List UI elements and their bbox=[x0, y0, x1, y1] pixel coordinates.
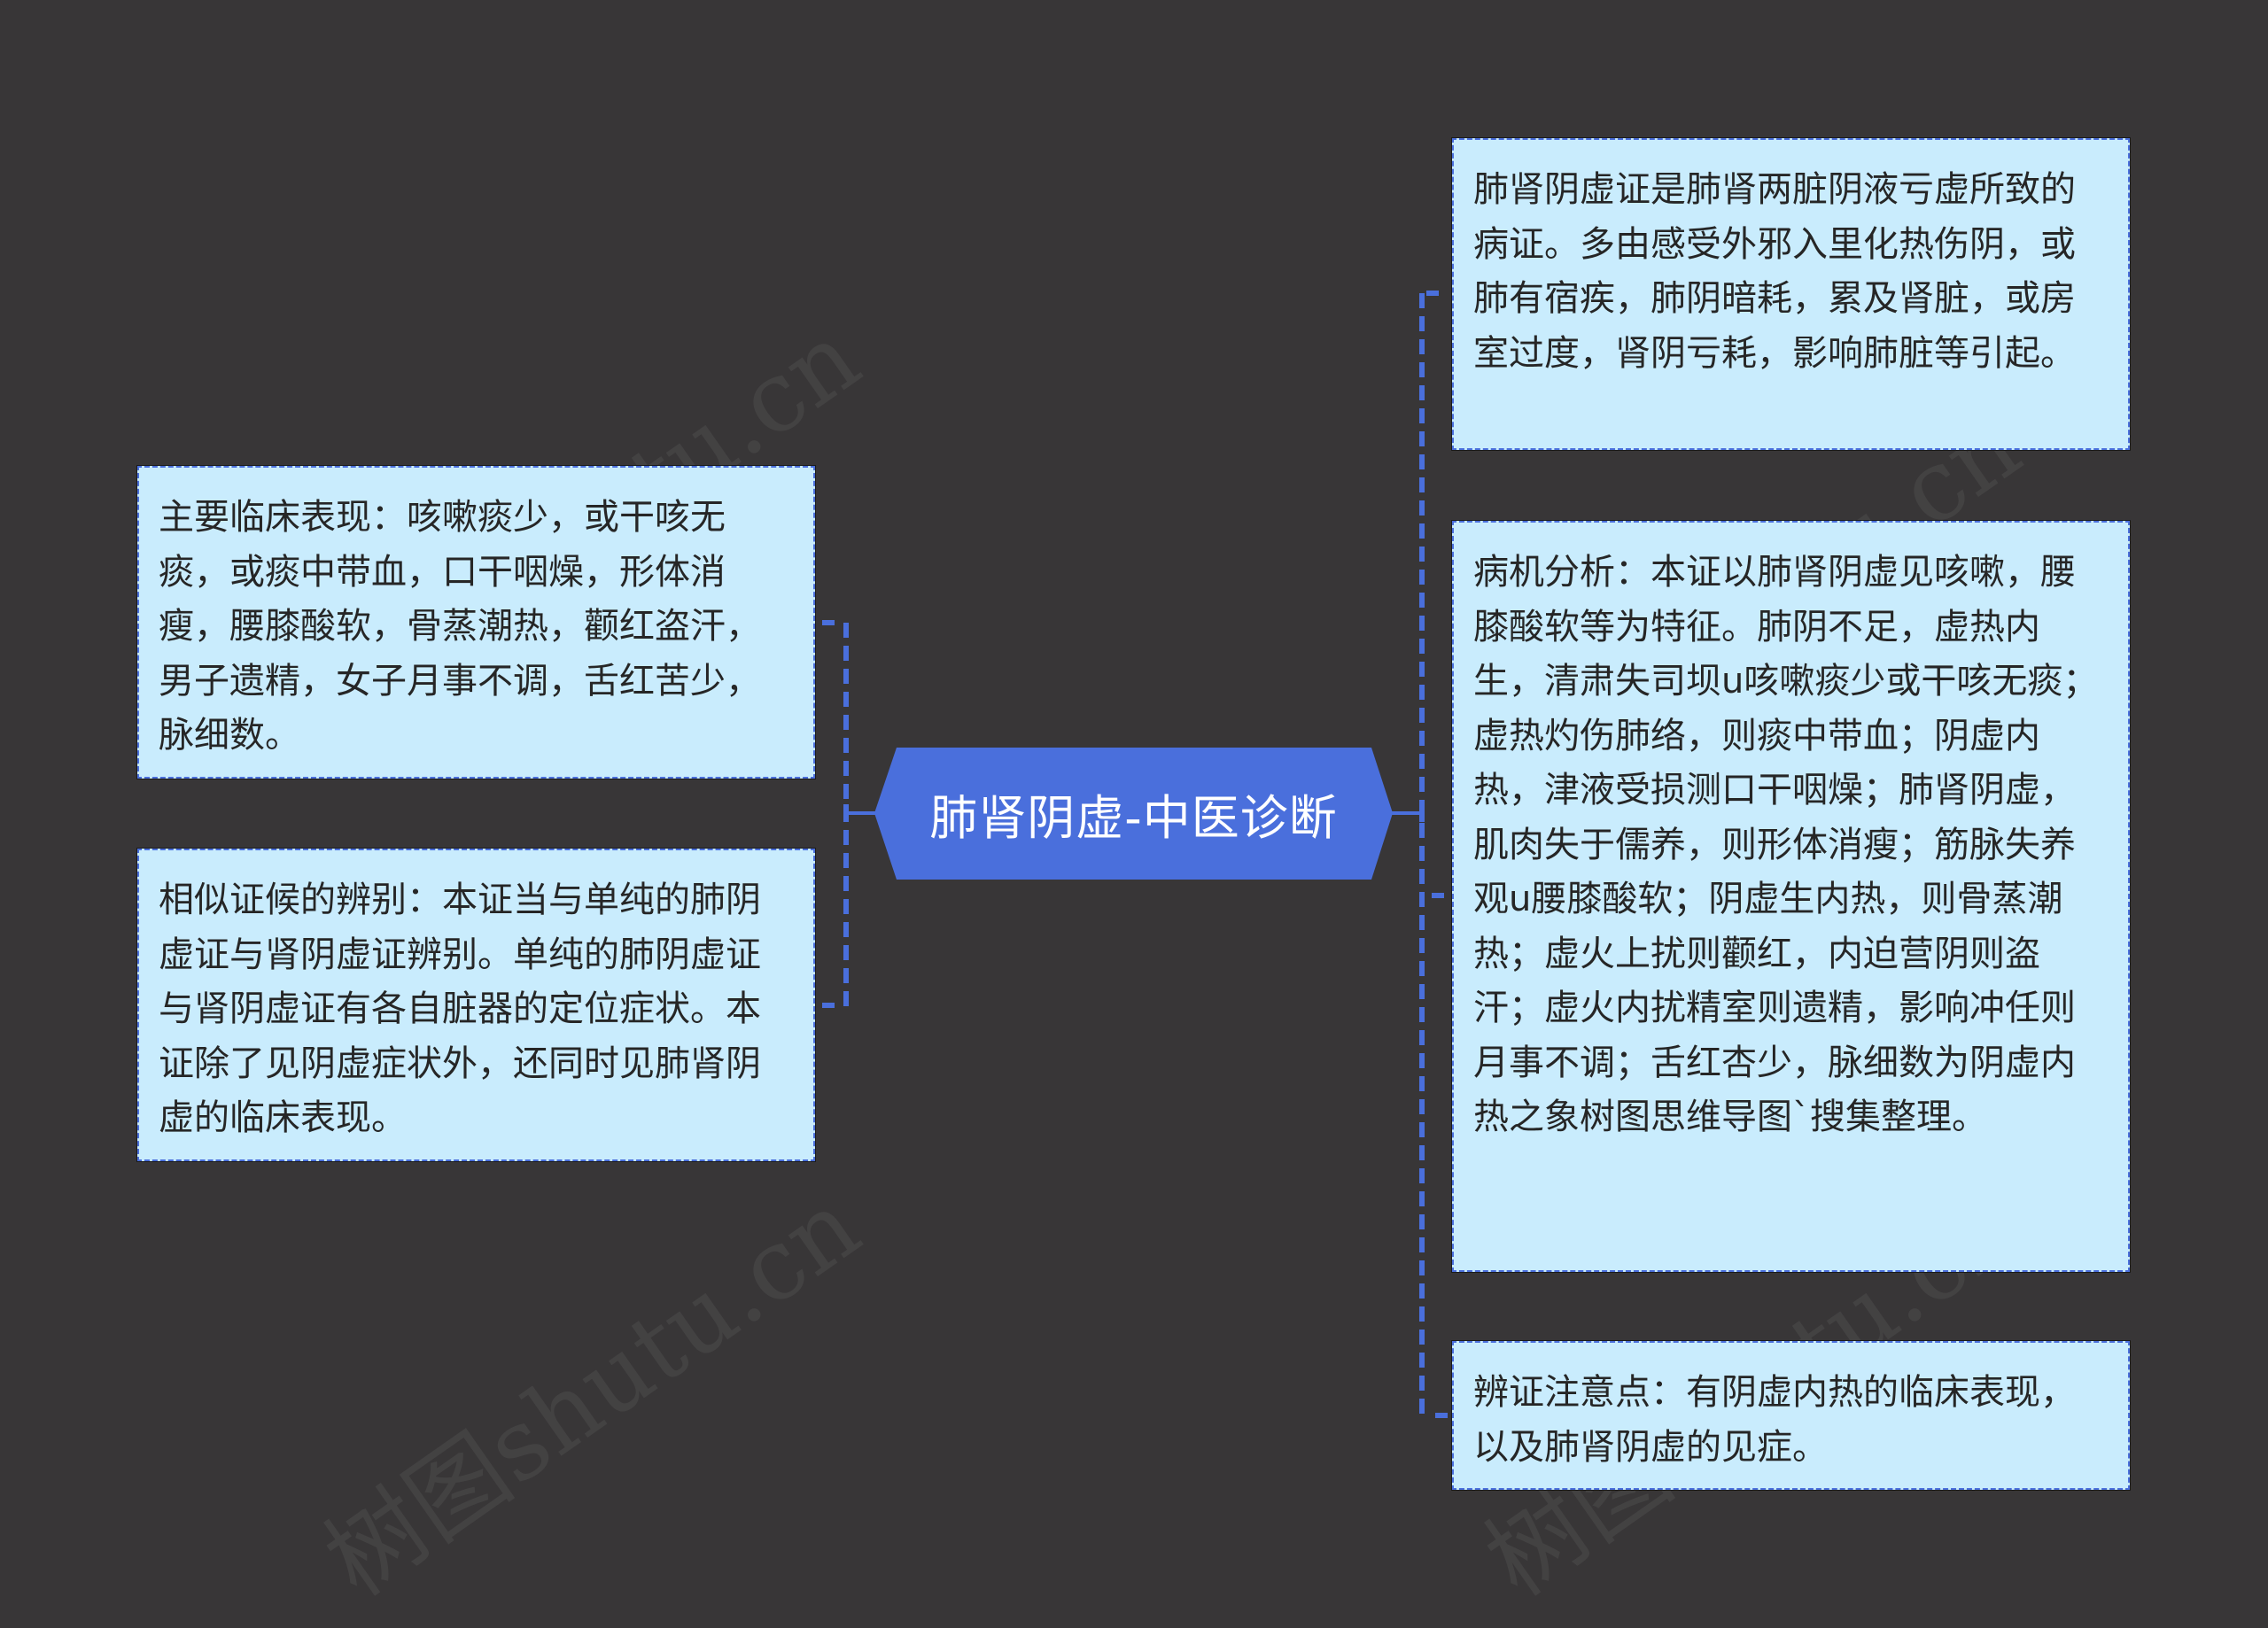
left-topic-clinical-manifestations[interactable]: 主要临床表现：咳嗽痰少，或干咳无痰，或痰中带血，口干咽燥，形体消瘦，腰膝酸软，骨… bbox=[136, 465, 816, 779]
central-topic-label: 肺肾阴虚-中医诊断 bbox=[929, 790, 1338, 846]
right-topic-pathogenesis[interactable]: 病机分析：本证以肺肾阴虚见咳嗽，腰膝酸软等为特征。肺阴不足，虚热内生，清肃失司坝… bbox=[1451, 520, 2131, 1273]
right-topic-key-points[interactable]: 辨证注意点：有阴虚内热的临床表现，以及肺肾阴虚的见症。 bbox=[1451, 1340, 2131, 1491]
left-connector-stub-1 bbox=[822, 620, 835, 625]
watermark: 树图shutu.cn bbox=[305, 1168, 880, 1618]
left-topic-differentiation[interactable]: 相似证候的辨别：本证当与单纯的肺阴虚证与肾阴虚证辨别。单纯的肺阴虚证与肾阴虚证有… bbox=[136, 848, 816, 1162]
right-connector-trunk bbox=[1419, 293, 1425, 1418]
right-hub-tick bbox=[1419, 804, 1425, 822]
left-connector-stub-2 bbox=[822, 1003, 835, 1008]
topic-text: 病机分析：本证以肺肾阴虚见咳嗽，腰膝酸软等为特征。肺阴不足，虚热内生，清肃失司坝… bbox=[1473, 552, 2099, 1137]
right-connector-stub-2 bbox=[1432, 893, 1444, 898]
left-hub-connector bbox=[846, 811, 876, 815]
central-topic[interactable]: 肺肾阴虚-中医诊断 bbox=[874, 748, 1393, 880]
right-hub-connector bbox=[1391, 811, 1423, 815]
topic-text: 辨证注意点：有阴虚内热的临床表现，以及肺肾阴虚的见症。 bbox=[1473, 1372, 2076, 1468]
right-connector-stub-1 bbox=[1426, 291, 1439, 296]
right-topic-definition[interactable]: 肺肾阴虚证是肺肾两脏阴液亏虚所致的病证。多由感受外邪入里化热伤阴，或肺有宿疾，肺… bbox=[1451, 137, 2131, 451]
topic-text: 相似证候的辨别：本证当与单纯的肺阴虚证与肾阴虚证辨别。单纯的肺阴虚证与肾阴虚证有… bbox=[159, 880, 761, 1138]
right-connector-stub-3 bbox=[1435, 1413, 1448, 1418]
topic-text: 肺肾阴虚证是肺肾两脏阴液亏虚所致的病证。多由感受外邪入里化热伤阴，或肺有宿疾，肺… bbox=[1473, 169, 2076, 374]
left-hub-tick bbox=[843, 804, 849, 822]
topic-text: 主要临床表现：咳嗽痰少，或干咳无痰，或痰中带血，口干咽燥，形体消瘦，腰膝酸软，骨… bbox=[159, 497, 761, 756]
